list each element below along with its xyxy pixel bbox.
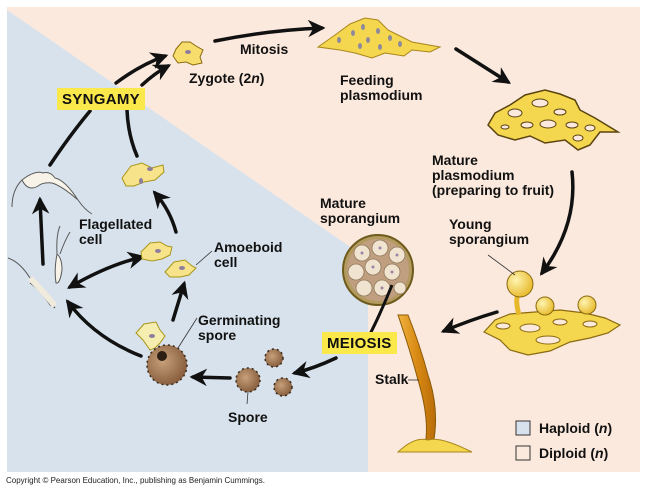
legend-diploid-n: n [595, 445, 604, 461]
legend-haploid-text: Haploid ( [539, 420, 599, 436]
flagellated-cell-line2: cell [79, 231, 103, 247]
zygote-label-n: n [251, 70, 260, 86]
young-sporangium-line2: sporangium [449, 231, 530, 247]
mature-sporangium [342, 234, 473, 453]
young-sporangium [483, 254, 622, 356]
meiosis-tag: MEIOSIS [322, 332, 397, 354]
zygote-label-close: ) [259, 70, 265, 86]
mature-plasmodium-line1: Mature [432, 152, 478, 168]
germinating-spore-line1: Germinating [198, 312, 281, 328]
mature-sporangium-label: Mature sporangium [320, 196, 400, 226]
amoeboid-cell-line2: cell [214, 254, 238, 270]
arrow-amoeboid-to-syngamy [125, 108, 139, 158]
arrow-meiosis-to-spores [291, 356, 338, 379]
mature-sporangium-line1: Mature [320, 195, 366, 211]
germinating-spore-label: Germinating spore [198, 313, 280, 343]
mature-plasmodium [487, 89, 621, 151]
flagellated-cell-line1: Flagellated [79, 216, 153, 232]
feeding-plasmodium-line2: plasmodium [340, 87, 423, 103]
legend-haploid: Haploid (n) [539, 421, 612, 436]
flagellated-cells [7, 171, 93, 309]
feeding-plasmodium-line1: Feeding [340, 72, 394, 88]
arrow-spore-to-germinating [189, 368, 232, 387]
legend-diploid: Diploid (n) [539, 446, 608, 461]
arrow-amoeboid-flagellated-toggle [66, 251, 146, 289]
legend-diploid-text: Diploid ( [539, 445, 595, 461]
amoeboid-cell-label: Amoeboid cell [214, 240, 282, 270]
spores [235, 348, 293, 405]
mitosis-label: Mitosis [240, 41, 289, 57]
mature-plasmodium-line3: (preparing to fruit) [432, 182, 555, 198]
feeding-plasmodium [316, 17, 442, 59]
arrow-syngamy-to-zygote-1 [114, 52, 169, 85]
haploid-swatch [515, 420, 531, 436]
arrow-young-to-mature-sporangium [440, 310, 499, 334]
copyright-notice: Copyright © Pearson Education, Inc., pub… [6, 476, 265, 485]
arrow-zygote-to-feeding [213, 19, 326, 43]
flagellated-cell-label: Flagellated cell [79, 217, 152, 247]
young-sporangium-label: Young sporangium [449, 217, 529, 247]
arrow-mature-to-young-sporangium [539, 170, 575, 276]
legend-haploid-n: n [598, 420, 608, 436]
amoeboid-cells [121, 162, 213, 278]
diploid-swatch [515, 445, 531, 461]
zygote-label-main: Zygote (2 [189, 70, 252, 86]
syngamy-tag: SYNGAMY [57, 88, 145, 110]
arrow-syngamy-to-zygote-2 [140, 64, 172, 87]
zygote-cell [172, 41, 204, 66]
young-sporangium-line1: Young [449, 216, 492, 232]
mature-plasmodium-label: Mature plasmodium (preparing to fruit) [432, 153, 554, 198]
mature-sporangium-line2: sporangium [320, 210, 401, 226]
zygote-label: Zygote (2n) [189, 71, 264, 86]
arrow-flagellated-to-syngamy [48, 109, 92, 167]
stalk-label: Stalk [375, 371, 409, 387]
arrow-amoeboid-up [152, 190, 178, 234]
mature-plasmodium-line2: plasmodium [432, 167, 515, 183]
cycle-arrows [31, 19, 575, 387]
legend-diploid-close: ) [603, 445, 609, 461]
arrow-germinating-to-amoeboid [171, 280, 189, 322]
arrow-flagellated-up [31, 196, 50, 266]
arrow-germinating-to-flagellated [65, 299, 143, 358]
arrow-feeding-to-mature-plasmodium [454, 47, 511, 84]
germinating-spore [135, 317, 198, 386]
amoeboid-cell-line1: Amoeboid [214, 239, 283, 255]
germinating-spore-line2: spore [198, 327, 237, 343]
legend-haploid-close: ) [607, 420, 613, 436]
feeding-plasmodium-label: Feeding plasmodium [340, 73, 422, 103]
spore-label: Spore [228, 409, 268, 425]
